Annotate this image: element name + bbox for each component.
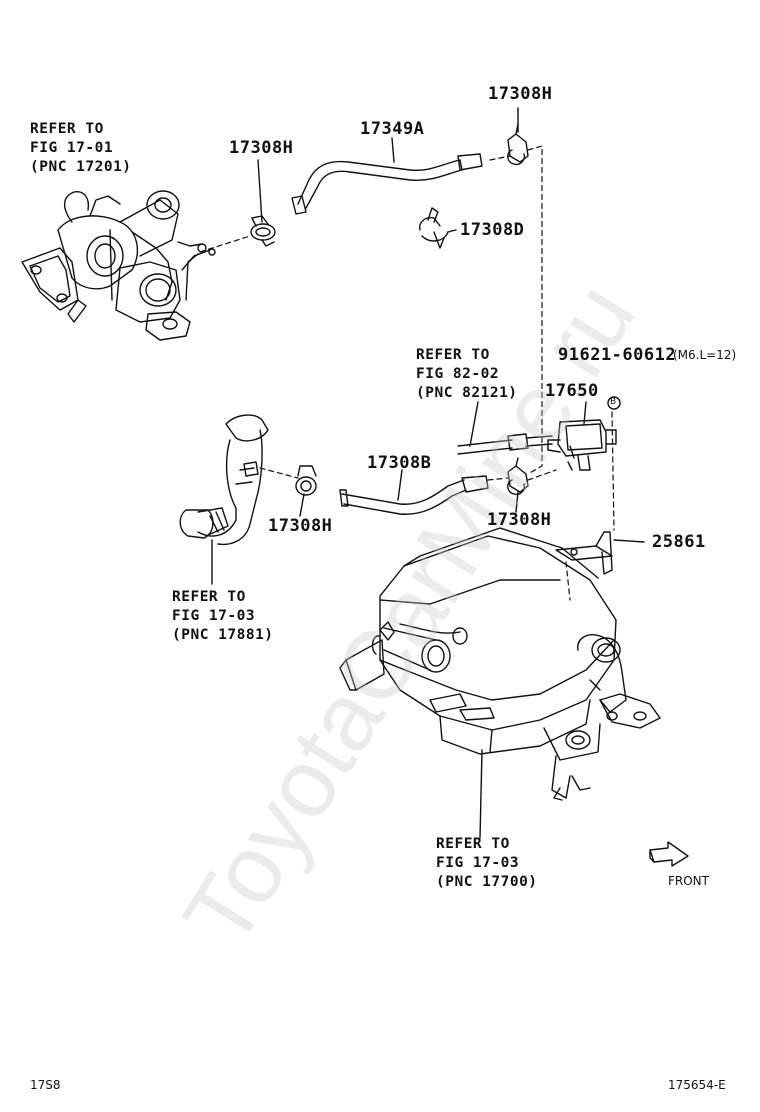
label-17308d: 17308D bbox=[460, 220, 525, 240]
bracket-25861 bbox=[555, 531, 613, 575]
marker-b-circle bbox=[607, 396, 621, 410]
label-25861: 25861 bbox=[652, 532, 706, 552]
clamp-17308h-lower-right bbox=[507, 457, 529, 496]
clamp-17308h-lower-left bbox=[295, 465, 317, 496]
footer-figure-code: 175654-E bbox=[668, 1078, 726, 1092]
label-91621-spec: (M6.L=12) bbox=[673, 348, 737, 362]
intake-hose bbox=[179, 414, 269, 546]
label-17308b: 17308B bbox=[367, 453, 432, 473]
dashed-lines bbox=[199, 145, 615, 601]
label-17349a: 17349A bbox=[360, 119, 425, 139]
label-17308h-top: 17308H bbox=[488, 84, 553, 104]
turbocharger bbox=[21, 190, 216, 341]
label-17650: 17650 bbox=[545, 381, 599, 401]
vsv-17650 bbox=[547, 419, 617, 471]
front-label: FRONT bbox=[668, 874, 709, 888]
front-arrow-icon bbox=[649, 841, 689, 867]
clip-17308d bbox=[419, 207, 449, 249]
footer-left-code: 17S8 bbox=[30, 1078, 61, 1092]
marker-b-label: B bbox=[610, 397, 617, 407]
clamp-17308h-left bbox=[250, 215, 276, 247]
leader-lines bbox=[211, 107, 645, 839]
hose-17308b bbox=[339, 475, 489, 515]
label-91621-60612: 91621-60612 bbox=[558, 345, 677, 365]
hose-17349a bbox=[291, 153, 483, 215]
label-17308h-left: 17308H bbox=[229, 138, 294, 158]
harness-connector bbox=[457, 433, 553, 455]
label-17308h-lower-left: 17308H bbox=[268, 516, 333, 536]
air-cleaner bbox=[339, 527, 661, 801]
label-17308h-lower-right: 17308H bbox=[487, 510, 552, 530]
